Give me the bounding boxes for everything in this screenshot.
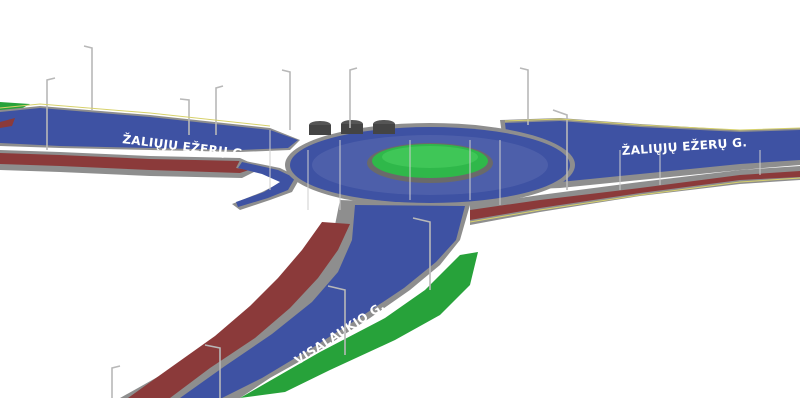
lamp-post <box>412 217 431 290</box>
lamp-post <box>349 67 358 128</box>
lamp-post <box>46 77 56 150</box>
lamp-post <box>111 365 121 398</box>
slip-lane <box>232 160 300 210</box>
west-road <box>0 106 300 178</box>
curb-lines <box>0 103 800 223</box>
lamp-post <box>204 344 221 398</box>
lamp-post <box>179 98 190 135</box>
lamp-post <box>281 69 291 130</box>
grass-embankment <box>240 252 478 398</box>
roundabout <box>285 123 575 207</box>
lamp-post <box>327 285 346 355</box>
marker-poles <box>269 130 761 210</box>
lamp-post <box>83 45 93 110</box>
lamp-post <box>519 67 529 125</box>
storage-tanks <box>309 120 395 135</box>
lamp-post <box>215 85 224 135</box>
street-lamps <box>46 45 568 398</box>
lamp-post <box>552 109 568 190</box>
south-road <box>120 200 470 398</box>
